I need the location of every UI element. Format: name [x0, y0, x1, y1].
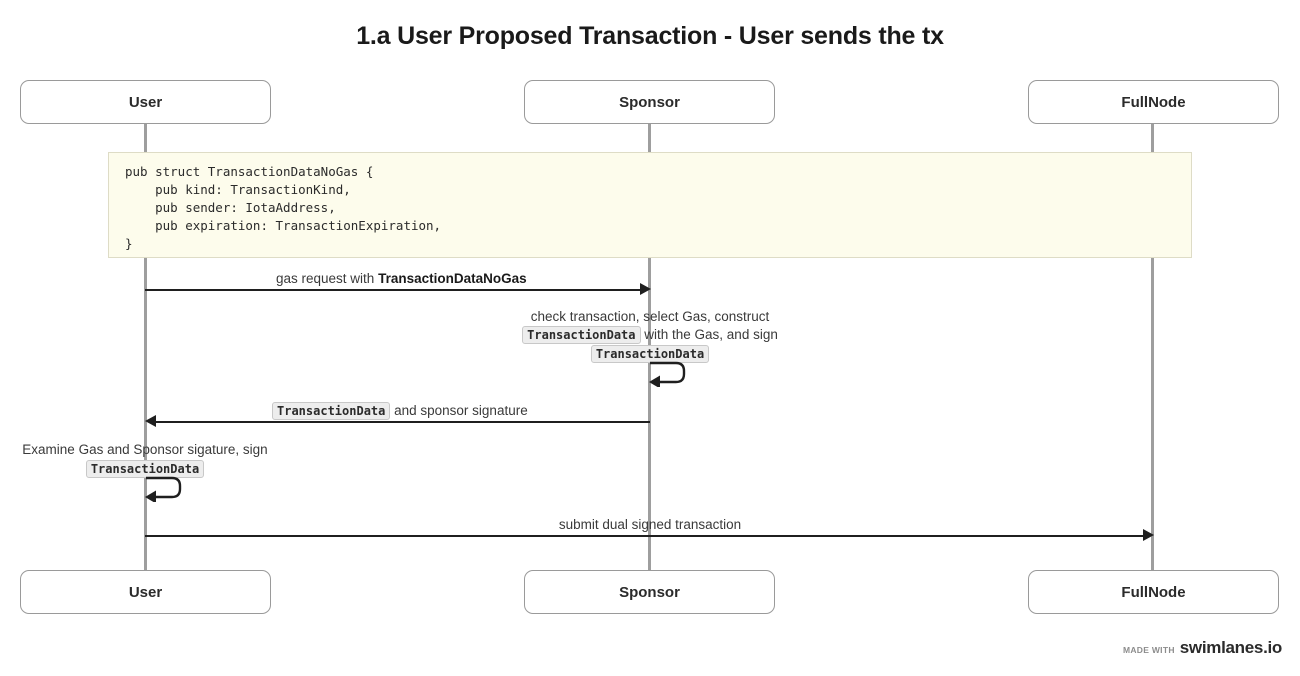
message-label-strong: TransactionDataNoGas — [378, 271, 527, 286]
self-message-line1-text: check transaction, select Gas, construct — [530, 309, 770, 324]
code-chip-transaction-data: TransactionData — [272, 402, 391, 421]
participant-label: Sponsor — [619, 583, 680, 601]
message-label-submit-dual-signed: submit dual signed transaction — [400, 515, 900, 534]
page-title: 1.a User Proposed Transaction - User sen… — [356, 22, 944, 50]
message-label-sponsor-self-line2: TransactionData with the Gas, and sign — [400, 325, 900, 345]
code-chip-transaction-data: TransactionData — [590, 345, 710, 364]
code-chip-transaction-data: TransactionData — [522, 326, 641, 345]
participant-label: User — [128, 93, 163, 111]
message-label-user-self-line1: Examine Gas and Sponsor sigature, sign — [0, 440, 290, 459]
participant-label: User — [128, 583, 163, 601]
participant-label: FullNode — [1121, 583, 1186, 601]
participant-label: FullNode — [1121, 93, 1186, 111]
message-label-prefix: gas request with — [276, 271, 379, 286]
participant-fullnode-top[interactable]: FullNode — [1028, 80, 1279, 124]
message-label-return-transaction-data: TransactionData and sponsor signature — [272, 401, 528, 421]
note-code-text: pub struct TransactionDataNoGas { pub ki… — [125, 164, 442, 251]
arrowhead-submit-dual-signed — [1143, 529, 1154, 541]
participant-user-bottom[interactable]: User — [20, 570, 271, 614]
participant-label: Sponsor — [619, 93, 680, 111]
message-label-text: and sponsor signature — [390, 403, 528, 418]
message-arrow-submit-dual-signed — [145, 535, 1143, 538]
arrowhead-gas-request — [640, 283, 651, 295]
message-label-sponsor-self-line1: check transaction, select Gas, construct — [400, 307, 900, 326]
message-label-sponsor-self-line3: TransactionData — [400, 344, 900, 364]
message-arrow-gas-request — [145, 289, 640, 292]
note-code-block: pub struct TransactionDataNoGas { pub ki… — [108, 152, 1192, 258]
lifeline-user — [144, 124, 147, 570]
self-message-line1-text: Examine Gas and Sponsor sigature, sign — [22, 442, 268, 457]
participant-user-top[interactable]: User — [20, 80, 271, 124]
participant-sponsor-bottom[interactable]: Sponsor — [524, 570, 775, 614]
self-loop-arrow-sponsor — [649, 361, 686, 387]
message-label-user-self-line2: TransactionData — [0, 459, 290, 479]
lifeline-fullnode — [1151, 124, 1154, 570]
code-chip-transaction-data: TransactionData — [85, 460, 205, 479]
message-label-text: submit dual signed transaction — [558, 517, 742, 532]
message-arrow-return-transaction-data — [155, 421, 650, 424]
watermark[interactable]: MADE WITH swimlanes.io — [1123, 638, 1282, 658]
participant-fullnode-bottom[interactable]: FullNode — [1028, 570, 1279, 614]
arrowhead-return-transaction-data — [145, 415, 156, 427]
watermark-made-with-label: MADE WITH — [1122, 645, 1175, 655]
self-loop-arrow-user — [145, 476, 182, 502]
participant-sponsor-top[interactable]: Sponsor — [524, 80, 775, 124]
self-message-line2-text: with the Gas, and sign — [640, 327, 778, 342]
watermark-brand-label: swimlanes.io — [1179, 638, 1283, 657]
message-label-gas-request: gas request with TransactionDataNoGas — [276, 269, 527, 288]
